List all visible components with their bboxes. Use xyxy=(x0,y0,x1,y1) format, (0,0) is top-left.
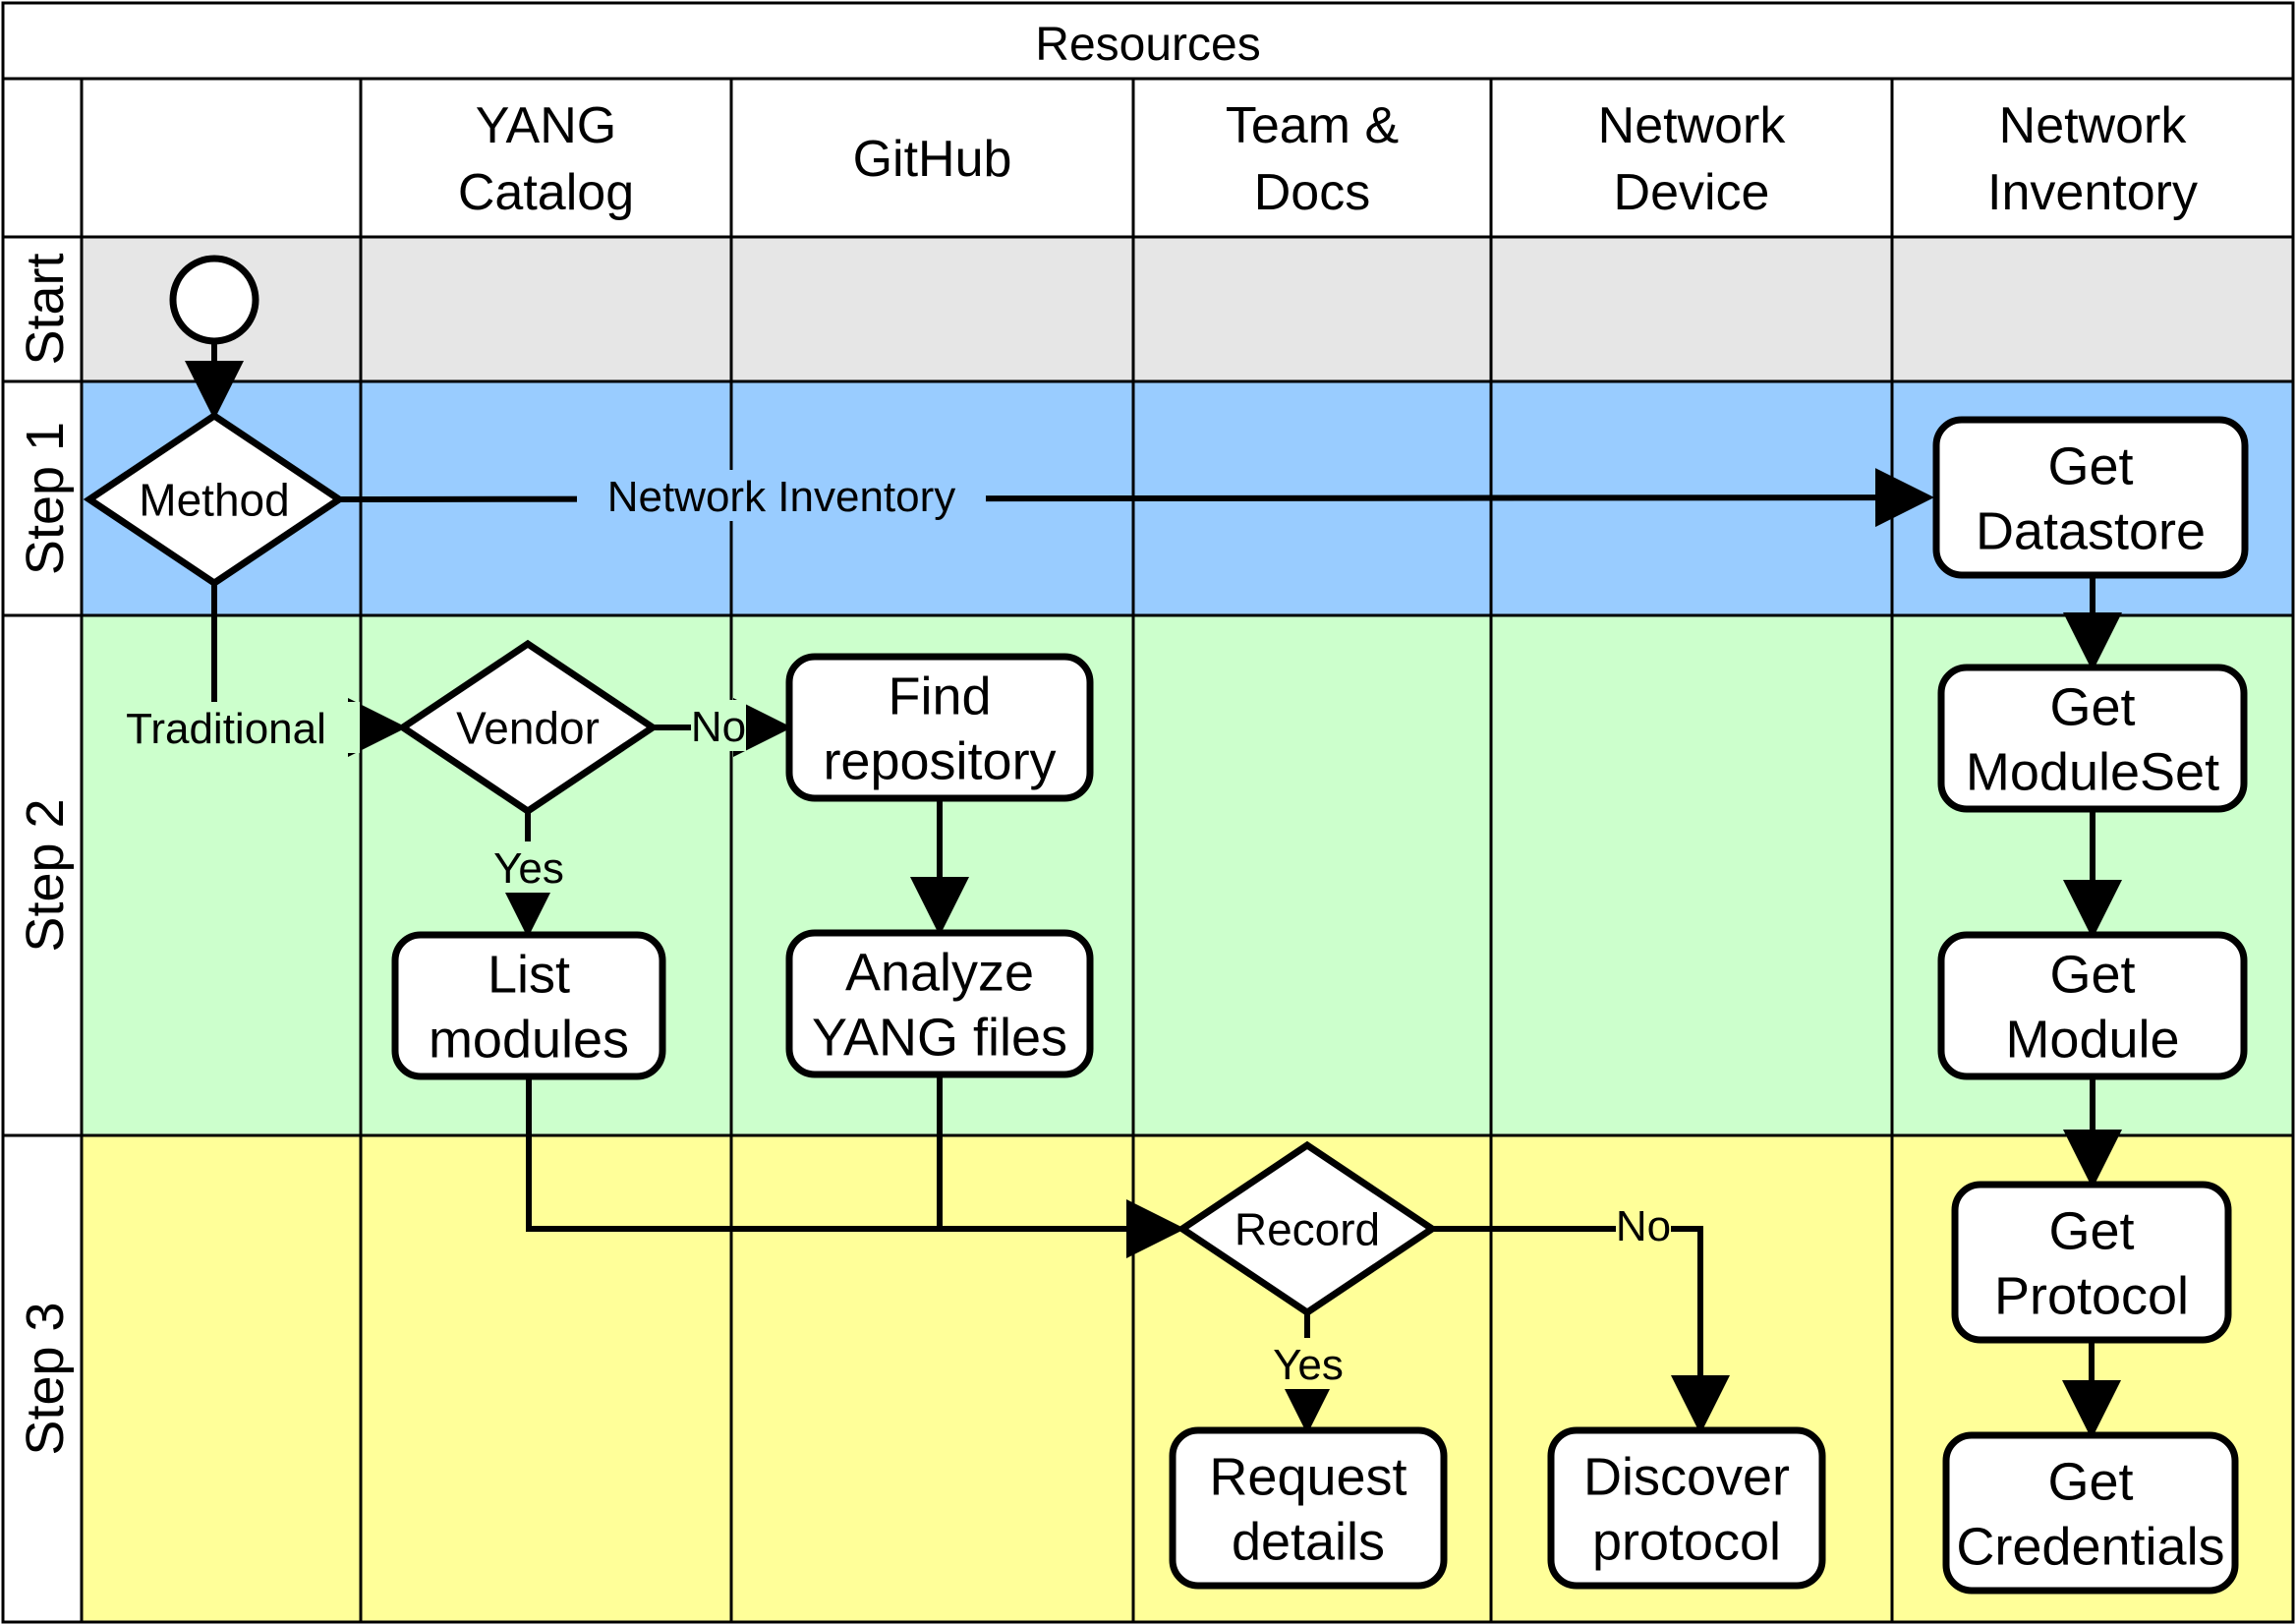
edge-label-background xyxy=(92,702,360,753)
decision-label-vendor: Vendor xyxy=(456,703,600,754)
edge-label-background xyxy=(1616,1199,1671,1250)
decision-diamond[interactable] xyxy=(396,639,660,816)
decision-method[interactable]: Method xyxy=(83,411,346,588)
process-box[interactable] xyxy=(1932,416,2249,579)
decision-label-method: Method xyxy=(139,475,289,526)
lane-label-step-2: Step 2 xyxy=(16,798,75,952)
process-box[interactable] xyxy=(1169,1426,1448,1590)
decision-record[interactable]: Record xyxy=(1176,1140,1439,1317)
diagram-title: Resources xyxy=(1035,19,1260,71)
start-circle[interactable] xyxy=(169,255,259,345)
process-box[interactable] xyxy=(1937,664,2248,813)
lane-label-step-1: Step 1 xyxy=(16,422,75,575)
process-box[interactable] xyxy=(1547,1426,1826,1590)
edge-label-no: No xyxy=(1616,1202,1671,1250)
header-band xyxy=(3,79,2293,237)
lane-label-cell-step-1 xyxy=(3,381,82,615)
process-box[interactable] xyxy=(785,929,1094,1078)
edge-label-background xyxy=(691,700,746,751)
edge-label-traditional: Traditional xyxy=(126,705,326,753)
process-box[interactable] xyxy=(1951,1181,2232,1344)
lane-label-cell-step-2 xyxy=(3,615,82,1135)
decision-label-record: Record xyxy=(1234,1204,1380,1255)
edge-list-modules-to-record xyxy=(526,1076,1185,1258)
process-box[interactable] xyxy=(1942,1431,2239,1595)
edge-label-yes: Yes xyxy=(1273,1341,1344,1389)
edge-label-background xyxy=(577,470,986,521)
title-band xyxy=(3,3,2293,79)
lane-label-cell-step-3 xyxy=(3,1135,82,1622)
edge-label-background xyxy=(1269,1338,1348,1389)
lane-band-start xyxy=(82,237,2293,381)
column-header-github: GitHub xyxy=(853,131,1012,188)
edge-label-network-inventory: Network Inventory xyxy=(607,473,956,521)
startstart-node[interactable] xyxy=(169,255,259,345)
column-header-team-docs: Team &Docs xyxy=(1226,97,1399,221)
edge-label-yes: Yes xyxy=(493,844,564,893)
edge-label-no: No xyxy=(691,703,746,751)
decision-vendor[interactable]: Vendor xyxy=(396,639,660,816)
decision-diamond[interactable] xyxy=(1176,1140,1439,1317)
lane-label-cell-start xyxy=(3,237,82,381)
decision-diamond[interactable] xyxy=(83,411,346,588)
edge-record-to-discover-protocol xyxy=(1432,1226,1730,1434)
process-box[interactable] xyxy=(1937,931,2248,1080)
process-box[interactable] xyxy=(785,653,1094,802)
process-box[interactable] xyxy=(391,931,666,1080)
lane-label-start: Start xyxy=(16,253,75,365)
edge-label-background xyxy=(489,841,568,893)
lane-label-step-3: Step 3 xyxy=(16,1302,75,1455)
